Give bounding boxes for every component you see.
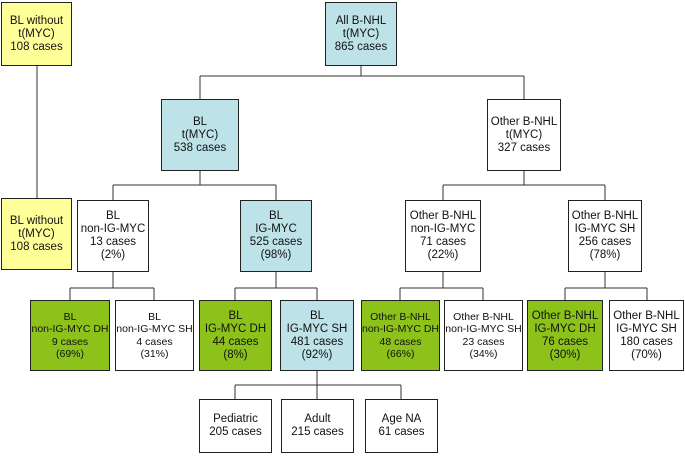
node-bl-non-ig-myc: BL non-IG-MYC 13 cases (2%) — [77, 200, 149, 272]
node-bl-non-ig-myc-sh: BL non-IG-MYC SH 4 cases (31%) — [115, 300, 194, 371]
node-pediatric: Pediatric 205 cases — [199, 399, 272, 453]
node-bl: BL t(MYC) 538 cases — [161, 99, 239, 171]
node-other-ig-myc-sh: Other B-NHL IG-MYC SH 256 cases (78%) — [568, 200, 642, 272]
node-bl-ig-myc: BL IG-MYC 525 cases (98%) — [240, 200, 312, 272]
node-bl-non-ig-myc-dh: BL non-IG-MYC DH 9 cases (69%) — [30, 300, 110, 371]
node-bl-ig-myc-sh: BL IG-MYC SH 481 cases (92%) — [280, 300, 354, 371]
node-other-ig-myc-dh: Other B-NHL IG-MYC DH 76 cases (30%) — [527, 300, 603, 371]
node-other-non-ig-myc: Other B-NHL non-IG-MYC 71 cases (22%) — [405, 200, 481, 272]
node-bl-ig-myc-dh: BL IG-MYC DH 44 cases (8%) — [199, 300, 272, 371]
node-other-bnhl: Other B-NHL t(MYC) 327 cases — [487, 99, 561, 171]
node-bl-without-mid: BL without t(MYC) 108 cases — [1, 198, 72, 270]
node-bl-without-top: BL without t(MYC) 108 cases — [1, 2, 72, 66]
node-other-non-ig-myc-dh: Other B-NHL non-IG-MYC DH 48 cases (66%) — [361, 300, 440, 371]
node-other-ig-myc-sh-2: Other B-NHL IG-MYC SH 180 cases (70%) — [609, 300, 684, 371]
node-other-non-ig-myc-sh: Other B-NHL non-IG-MYC SH 23 cases (34%) — [444, 300, 523, 371]
node-all-bnhl: All B-NHL t(MYC) 865 cases — [325, 2, 397, 66]
node-age-na: Age NA 61 cases — [365, 399, 438, 453]
node-adult: Adult 215 cases — [281, 399, 354, 453]
